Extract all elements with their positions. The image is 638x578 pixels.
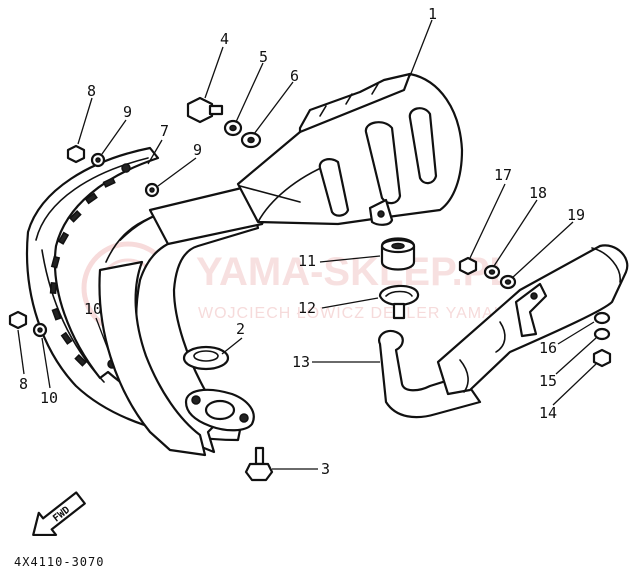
fwd-arrow: FWD	[32, 491, 86, 537]
bolt-14	[592, 348, 612, 368]
washer-6	[240, 131, 262, 149]
callout-6: 6	[290, 67, 299, 85]
callout-11: 11	[298, 252, 316, 270]
callout-8-left: 8	[19, 375, 28, 393]
bolt-8-left	[8, 310, 28, 330]
washer-9-right	[144, 182, 160, 198]
leader-lines	[17, 19, 597, 470]
washer-19	[499, 274, 517, 290]
washer-5	[223, 119, 243, 137]
callout-4: 4	[220, 30, 229, 48]
callout-15: 15	[539, 372, 557, 390]
rear-muffler	[378, 244, 629, 419]
flange-bolt	[244, 446, 274, 482]
bolt-4	[186, 96, 224, 124]
rubber-bushing	[380, 237, 416, 271]
washer-18	[483, 264, 501, 280]
washer-10-left	[32, 322, 48, 338]
callout-16: 16	[539, 339, 557, 357]
exhaust-flange	[184, 388, 255, 432]
washer-16	[593, 311, 611, 325]
silencer-main	[236, 72, 464, 226]
watermark-main: YAMA-SKLEP.PL	[196, 250, 514, 294]
watermark: YAMA-SKLEP.PL WOJCIECH ŁOWICZ DEALER YAM…	[81, 241, 518, 335]
callout-3: 3	[321, 460, 330, 478]
callout-12: 12	[298, 299, 316, 317]
callout-1: 1	[428, 5, 437, 23]
heat-shield	[25, 146, 242, 442]
callout-9-right: 9	[193, 141, 202, 159]
washer-15	[593, 327, 611, 341]
callout-8-top: 8	[87, 82, 96, 100]
callout-18: 18	[529, 184, 547, 202]
bolt-8-top	[66, 144, 86, 164]
callout-10-left: 10	[40, 389, 58, 407]
callout-10-center: 10	[84, 300, 102, 318]
callout-5: 5	[259, 48, 268, 66]
washer-9-top	[90, 152, 106, 168]
bolt-17	[458, 256, 478, 276]
callout-14: 14	[539, 404, 557, 422]
callout-17: 17	[494, 166, 512, 184]
diagram-code: 4X4110-3070	[14, 555, 104, 569]
callouts: 1 2 3 4 5 6 7 8 9 9 10 11 12 13 14 15 16…	[19, 5, 585, 478]
pipe-clamp	[378, 284, 420, 320]
callout-19: 19	[567, 206, 585, 224]
callout-13: 13	[292, 353, 310, 371]
watermark-sub: WOJCIECH ŁOWICZ DEALER YAMAHA	[198, 305, 518, 322]
callout-7: 7	[160, 122, 169, 140]
callout-9-top: 9	[123, 103, 132, 121]
gasket	[182, 345, 230, 371]
callout-2: 2	[236, 320, 245, 338]
exhaust-pipe	[98, 184, 266, 457]
